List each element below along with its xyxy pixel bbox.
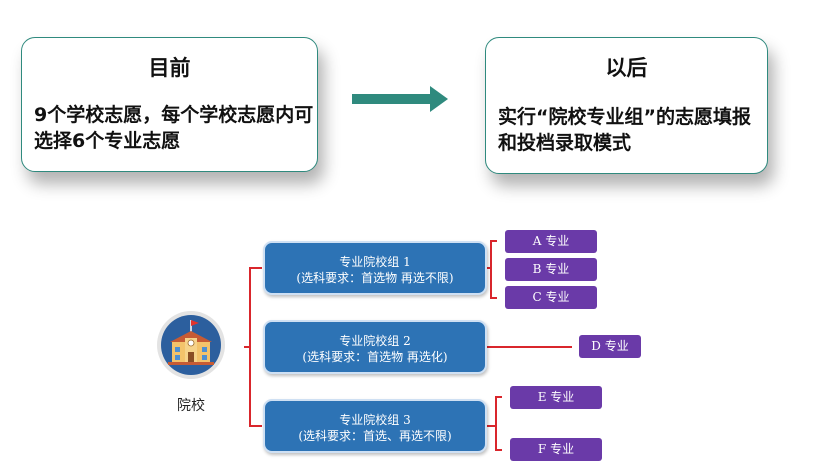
group-1-title: 专业院校组 1 [339, 255, 411, 269]
future-policy-text: 实行“院校专业组”的志愿填报和投档录取模式 [498, 106, 751, 154]
current-policy-card: 目前 9个学校志愿，每个学校志愿内可选择6个专业志愿 [21, 37, 318, 172]
group-3-title: 专业院校组 3 [339, 413, 411, 427]
school-label: 院校 [177, 398, 205, 414]
major-c: C 专业 [505, 286, 597, 309]
major-a: A 专业 [505, 230, 597, 253]
future-policy-card: 以后 实行“院校专业组”的志愿填报和投档录取模式 [485, 37, 768, 174]
future-policy-title: 以后 [605, 56, 648, 80]
group-3-bracket [495, 396, 502, 451]
current-policy-title: 目前 [148, 56, 191, 80]
current-policy-text: 9个学校志愿，每个学校志愿内可选择6个专业志愿 [34, 104, 314, 152]
college-group-3: 专业院校组 3 (选科要求：首选、再选不限) [263, 399, 487, 453]
group-1-requirement: (选科要求：首选物 再选不限) [296, 271, 454, 285]
college-group-1: 专业院校组 1 (选科要求：首选物 再选不限) [263, 241, 487, 295]
group-2-title: 专业院校组 2 [339, 334, 411, 348]
major-f: F 专业 [510, 438, 602, 461]
school-building-icon [157, 311, 225, 379]
major-b: B 专业 [505, 258, 597, 281]
school-bracket [249, 267, 262, 427]
group-2-requirement: (选科要求：首选物 再选化) [302, 350, 448, 364]
major-e: E 专业 [510, 386, 602, 409]
college-group-2: 专业院校组 2 (选科要求：首选物 再选化) [263, 320, 487, 374]
major-d: D 专业 [579, 335, 641, 358]
group-1-bracket [490, 240, 497, 299]
right-arrow-icon [352, 86, 448, 112]
group-3-requirement: (选科要求：首选、再选不限) [298, 429, 452, 443]
